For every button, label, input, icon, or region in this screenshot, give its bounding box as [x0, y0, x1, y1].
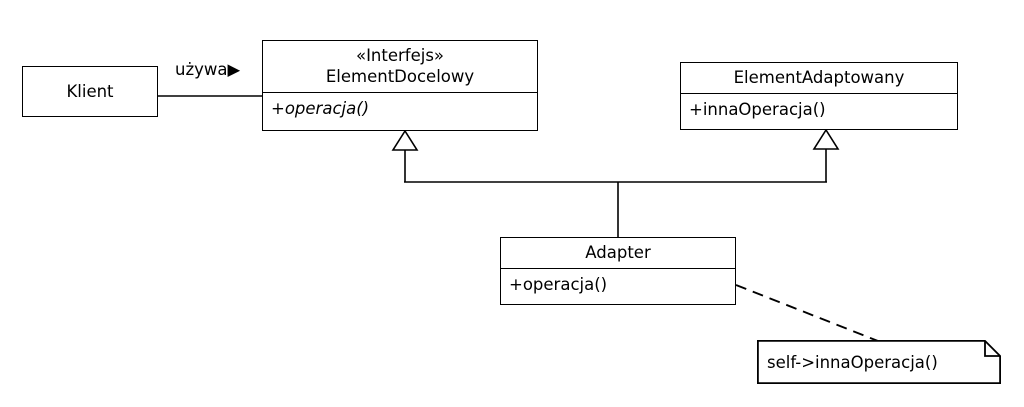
compartment-divider: [681, 93, 957, 94]
class-operations-adapter: +operacja(): [509, 275, 608, 294]
class-box-elementdocelowy[interactable]: «Interfejs» ElementDocelowy +operacja(): [262, 40, 538, 131]
class-box-klient[interactable]: Klient: [22, 66, 158, 117]
class-name-klient: Klient: [66, 82, 114, 101]
compartment-divider: [501, 268, 735, 269]
class-operations-elementdocelowy: +operacja(): [271, 99, 370, 118]
class-box-adapter[interactable]: Adapter +operacja(): [500, 237, 736, 305]
class-box-elementadaptowany[interactable]: ElementAdaptowany +innaOperacja(): [680, 62, 958, 130]
note-text: self->innaOperacja(): [767, 352, 938, 372]
compartment-divider: [263, 92, 537, 93]
association-label-uzywa: używa▶: [173, 60, 243, 79]
generalization-arrowhead-target: [391, 129, 419, 151]
class-name-elementadaptowany: ElementAdaptowany: [733, 68, 905, 87]
class-name-elementdocelowy: «Interfejs» ElementDocelowy: [325, 46, 475, 86]
note-box-self-innaoperacja[interactable]: self->innaOperacja(): [757, 340, 1001, 384]
class-operations-elementadaptowany: +innaOperacja(): [689, 100, 826, 119]
note-shape-folded-corner: [757, 340, 1001, 384]
note-anchor-dashed-line: [735, 284, 879, 342]
generalization-arrowhead-adaptee: [812, 128, 840, 150]
class-name-adapter: Adapter: [585, 243, 651, 262]
